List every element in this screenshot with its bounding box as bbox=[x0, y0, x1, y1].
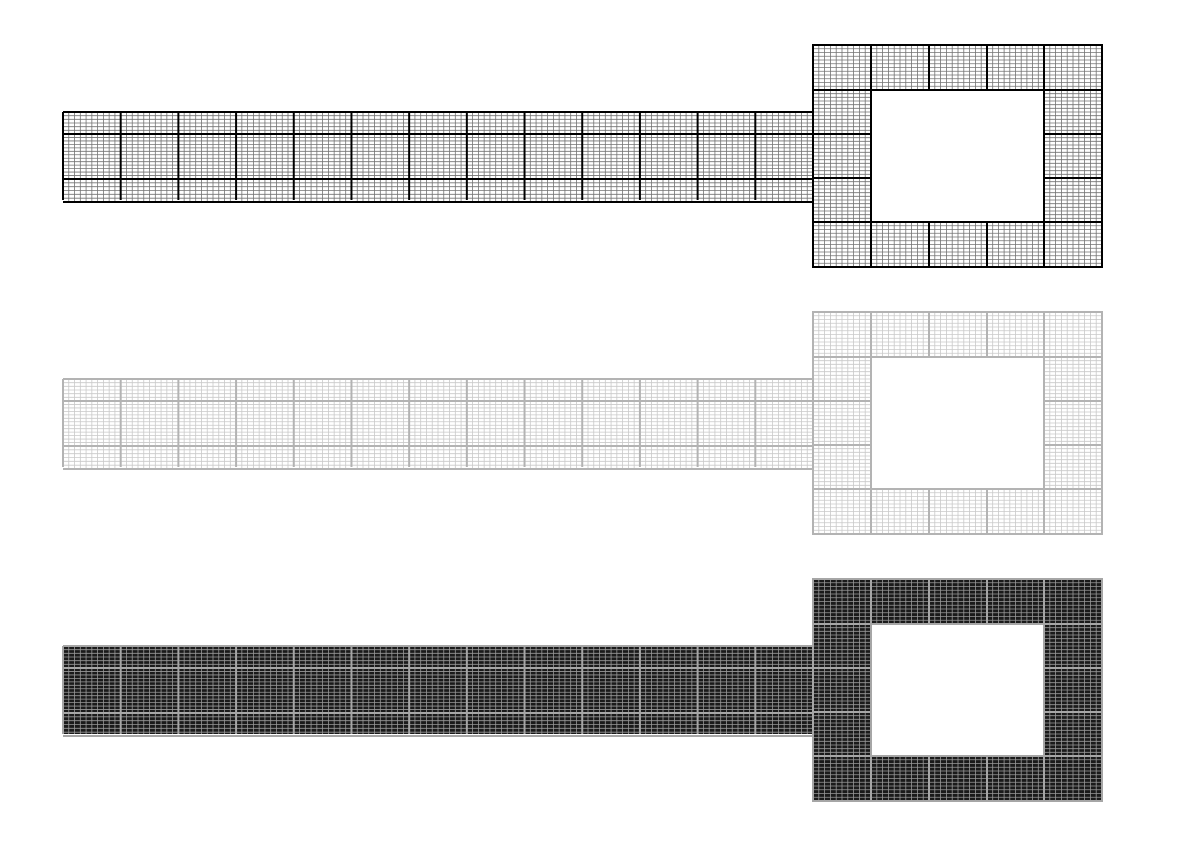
major-grid bbox=[62, 578, 1103, 802]
hole-border bbox=[870, 356, 1045, 490]
mesh-figure-gray-outline bbox=[62, 311, 1103, 535]
major-grid bbox=[62, 44, 1103, 268]
minor-grid bbox=[63, 579, 1102, 801]
minor-grid bbox=[63, 45, 1102, 267]
minor-grid bbox=[63, 312, 1102, 534]
hole-border bbox=[870, 623, 1045, 757]
mesh-figure-dark-filled bbox=[62, 578, 1103, 802]
hole-border bbox=[870, 89, 1045, 223]
frame-border bbox=[812, 44, 1103, 268]
mesh-figure-black-outline bbox=[62, 44, 1103, 268]
major-grid bbox=[62, 311, 1103, 535]
frame-border bbox=[812, 311, 1103, 535]
frame-border bbox=[812, 578, 1103, 802]
